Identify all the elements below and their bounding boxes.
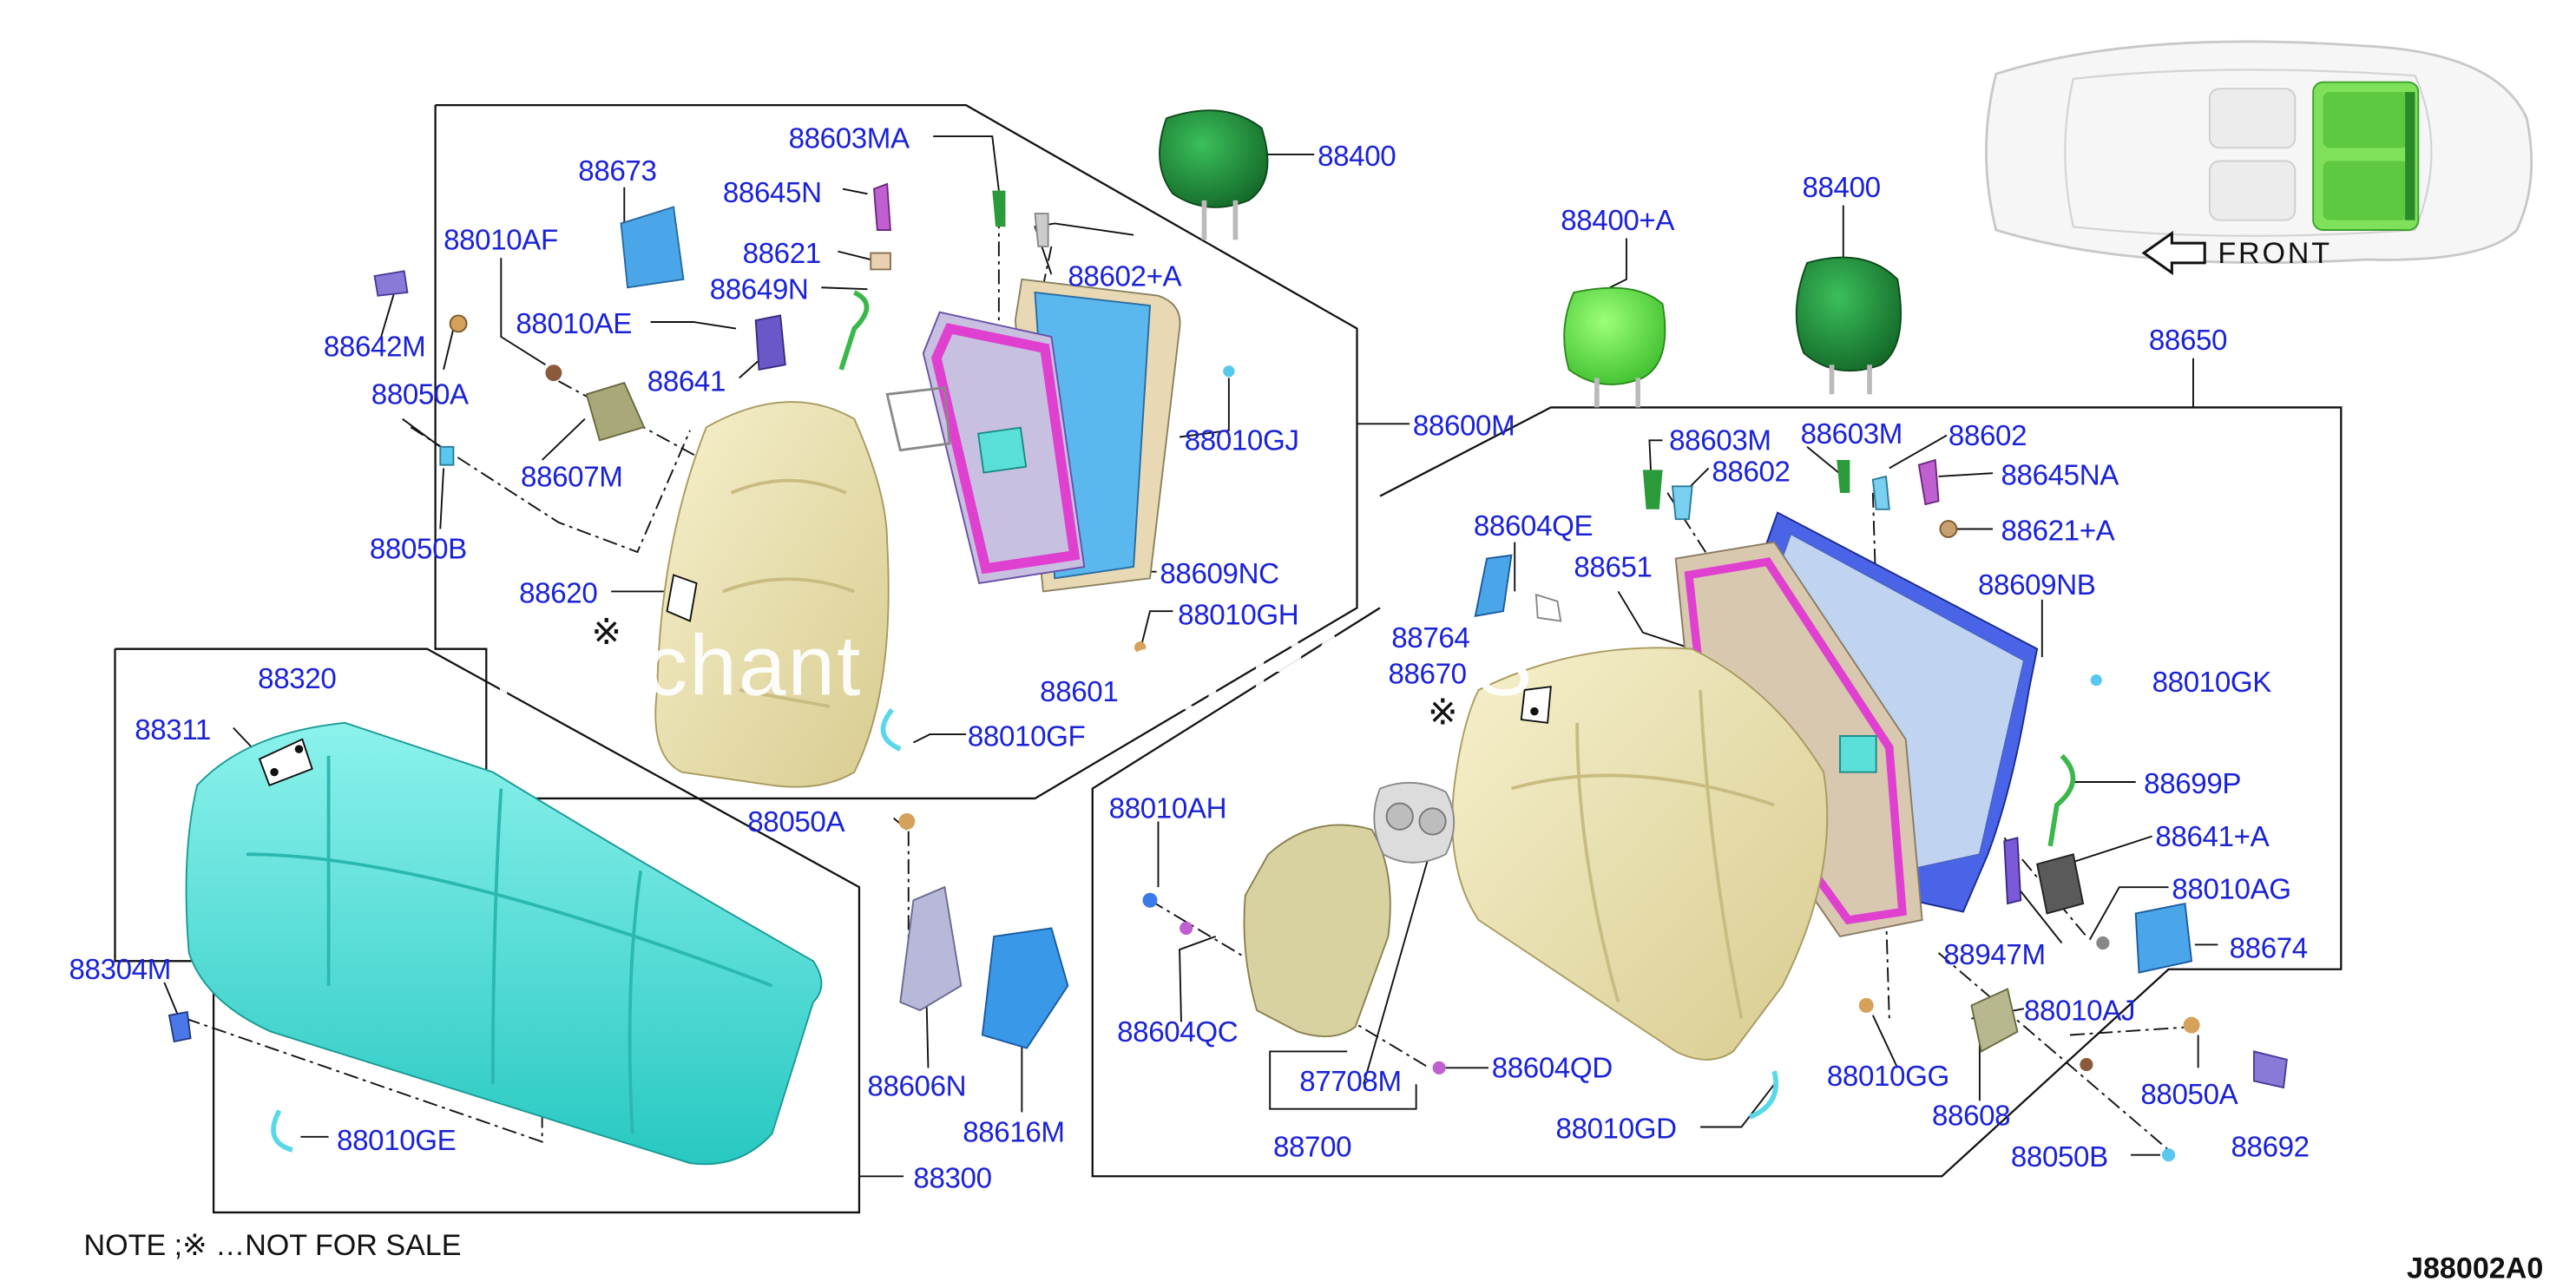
front-arrow-icon [2141,230,2206,276]
cup-holder-87708M [1373,781,1456,864]
part-label-88311[interactable]: 88311 [135,713,211,746]
bracket-88673 [620,206,685,289]
part-label-88670[interactable]: 88670 [1388,657,1467,690]
part-label-88620[interactable]: 88620 [519,576,598,610]
part-label-88010AH[interactable]: 88010AH [1108,792,1227,825]
part-label-88609NC[interactable]: 88609NC [1160,556,1279,590]
part-label-88010GG[interactable]: 88010GG [1826,1059,1949,1093]
part-label-88603M-a[interactable]: 88603M [1669,424,1771,457]
part-label-88010GJ[interactable]: 88010GJ [1184,424,1299,457]
bracket-88606N [899,885,963,1012]
part-label-88609NB[interactable]: 88609NB [1977,568,2096,601]
part-label-88050B-left[interactable]: 88050B [369,532,467,566]
part-label-88320[interactable]: 88320 [258,661,337,695]
part-label-88010GD[interactable]: 88010GD [1555,1112,1678,1146]
part-label-88602-b[interactable]: 88602 [1712,455,1791,489]
part-label-88651[interactable]: 88651 [1574,550,1653,583]
part-label-88050B-right[interactable]: 88050B [2010,1140,2108,1173]
part-label-88603M-b[interactable]: 88603M [1800,417,1903,450]
part-label-88304M[interactable]: 88304M [69,952,171,986]
part-label-88010GF[interactable]: 88010GF [967,720,1086,752]
part-label-88621[interactable]: 88621 [742,236,822,270]
headrest-88400-right [1795,256,1902,372]
part-label-88641A[interactable]: 88641+A [2155,819,2270,853]
part-label-88641[interactable]: 88641 [647,365,726,398]
part-label-88600M[interactable]: 88600M [1412,409,1515,443]
part-label-88010AF[interactable]: 88010AF [444,223,558,257]
seatback-cover-left [654,401,890,788]
not-for-sale-mark: ※ [1427,691,1458,733]
part-label-88650[interactable]: 88650 [2148,323,2228,357]
part-label-88010GH[interactable]: 88010GH [1178,597,1299,631]
part-label-88050A-mid[interactable]: 88050A [747,805,845,838]
right-group-outline [1091,406,2343,1178]
not-for-sale-mark: ※ [591,611,622,653]
part-label-88604QE[interactable]: 88604QE [1473,509,1594,542]
part-label-88621A[interactable]: 88621+A [2001,514,2115,548]
part-label-88606N[interactable]: 88606N [867,1069,967,1103]
bracket-88616M [981,927,1069,1049]
part-label-88050A-left[interactable]: 88050A [371,378,469,411]
bracket-88674 [2134,902,2193,974]
diagram-code: J88002A0 [2407,1252,2544,1285]
part-label-88604QD[interactable]: 88604QD [1491,1051,1613,1085]
group-outlines [114,104,2343,1214]
part-label-88010GK[interactable]: 88010GK [2152,665,2272,699]
headrest-88400A [1563,286,1666,385]
part-label-88764[interactable]: 88764 [1391,621,1470,654]
part-label-88616M[interactable]: 88616M [963,1115,1065,1149]
part-label-88050A-right[interactable]: 88050A [2140,1077,2238,1111]
part-label-88692[interactable]: 88692 [2231,1130,2310,1164]
part-label-88645N[interactable]: 88645N [722,175,822,209]
seat-cushion-88300 [185,721,823,1166]
part-label-88300[interactable]: 88300 [913,1161,992,1195]
part-label-88608[interactable]: 88608 [1931,1099,2011,1133]
part-label-88010GE[interactable]: 88010GE [337,1123,457,1157]
part-label-88601[interactable]: 88601 [1040,674,1119,708]
watermark-text: Merchant ·Catalog PARTS [492,619,1534,715]
part-label-88010AJ[interactable]: 88010AJ [2023,994,2136,1028]
part-label-87708M[interactable]: 87708M [1299,1064,1402,1098]
headrest-88400-left [1159,109,1269,208]
cushion-group-outline [114,647,861,1214]
part-label-88645NA[interactable]: 88645NA [2001,458,2119,491]
part-label-88604QC[interactable]: 88604QC [1117,1015,1239,1048]
part-label-88400[interactable]: 88400 [1318,139,1396,173]
seatback-group-outline [434,104,1358,800]
part-label-88947M[interactable]: 88947M [1943,937,2046,971]
part-label-88010AG[interactable]: 88010AG [2172,872,2291,905]
part-label-88607M[interactable]: 88607M [521,459,623,493]
part-label-88649N[interactable]: 88649N [709,273,809,306]
part-label-88603MA[interactable]: 88603MA [788,122,910,154]
part-label-88642M[interactable]: 88642M [323,330,426,364]
part-label-88602-a[interactable]: 88602 [1948,418,2027,452]
seatback-frame-left [885,278,1181,593]
part-label-88400-right[interactable]: 88400 [1802,170,1881,204]
bracket-88641A [2036,853,2085,915]
part-label-88699P[interactable]: 88699P [2144,766,2242,800]
part-label-88674[interactable]: 88674 [2229,931,2309,965]
vehicle-outline [1985,40,2533,265]
not-for-sale-note: NOTE ;※ …NOT FOR SALE [83,1228,462,1262]
part-label-88602A[interactable]: 88602+A [1068,260,1182,292]
armrest-88700 [1243,824,1391,1038]
front-direction-label: FRONT [2218,236,2332,270]
part-label-88010AE[interactable]: 88010AE [516,306,633,340]
part-label-88400A[interactable]: 88400+A [1561,203,1675,237]
part-label-88673[interactable]: 88673 [578,154,657,187]
part-label-88700[interactable]: 88700 [1272,1130,1352,1164]
